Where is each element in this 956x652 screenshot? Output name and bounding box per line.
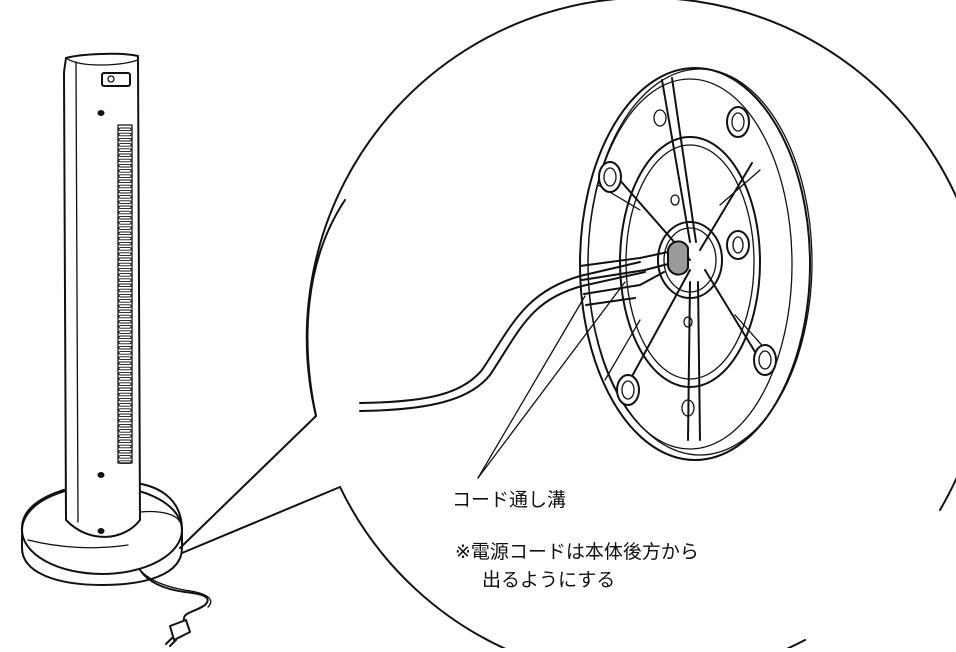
grille-slat [118, 444, 132, 449]
grille-slat [118, 449, 132, 454]
grille-slat [118, 252, 132, 256]
grille-slat [118, 423, 132, 428]
grille-slat [118, 169, 132, 173]
grille-slat [118, 377, 132, 381]
power-plug [165, 619, 191, 647]
cord-groove-label: コード通し溝 [452, 489, 567, 511]
grille-slat [118, 179, 132, 184]
grille-slat [118, 382, 132, 386]
grille-slat [118, 153, 132, 158]
grille-slat [118, 163, 132, 168]
cord-routing-note-line1: ※電源コードは本体後方から [455, 541, 699, 563]
grille-slat [118, 127, 132, 132]
grille-slat [118, 299, 132, 303]
grille-slat [118, 283, 132, 288]
grille-slat [118, 158, 132, 163]
grille-slat [118, 413, 132, 418]
grille-slat [118, 200, 132, 204]
grille-slat [118, 148, 132, 152]
grille-slat [118, 184, 132, 189]
grille-slat [118, 418, 132, 423]
grille-slat [118, 304, 132, 308]
grille-slat [118, 137, 132, 142]
grille-slat [118, 273, 132, 277]
grille-slat [118, 132, 132, 137]
grille-slat [118, 226, 132, 230]
grille-slat [118, 340, 132, 345]
grille-slat [118, 241, 132, 246]
grille-slat [118, 195, 132, 199]
base-feet [598, 106, 777, 417]
grille-slat [118, 460, 132, 464]
tower-fan-illustration [20, 52, 212, 647]
grille-slat [118, 392, 132, 397]
grille-slat [118, 189, 132, 194]
grille-slat [118, 236, 132, 241]
grille-slat [118, 408, 132, 412]
grille-slat [118, 439, 132, 444]
power-cord [139, 569, 212, 631]
grille-slat [118, 325, 132, 329]
grille-slat [118, 278, 132, 282]
grille-slat [118, 351, 132, 355]
grille-slat [118, 319, 132, 324]
grille-slat [118, 215, 132, 220]
grille-slat [118, 371, 132, 376]
grille-slat [118, 221, 132, 225]
grille-slat [118, 210, 132, 215]
grille-slat [118, 434, 132, 438]
grille-slat [118, 314, 132, 319]
grille-slat [118, 356, 132, 360]
grille-slat [118, 397, 132, 402]
grille-slat [118, 267, 132, 272]
grille-slat [118, 262, 132, 267]
grille-slat [118, 231, 132, 236]
grille-slat [118, 335, 132, 340]
grille-slat [118, 345, 132, 350]
grille-slat [118, 455, 132, 459]
grille-slat [118, 174, 132, 178]
grille-slat [118, 429, 132, 433]
fan-body [63, 52, 141, 538]
grille-slat [118, 366, 132, 371]
grille-slat [118, 205, 132, 210]
grille-slat [118, 247, 132, 251]
grille-slat [118, 387, 132, 392]
detail-callout [179, 0, 956, 652]
grille-slat [118, 293, 132, 298]
grille-slat [118, 403, 132, 407]
base-ribs [597, 77, 776, 441]
grille-slat [118, 288, 132, 293]
cord-routing-note-line2: 出るようにする [482, 569, 616, 591]
grille-slat [118, 361, 132, 366]
grille-slat [118, 143, 132, 147]
vent-grille [118, 127, 132, 464]
base-underside-detail [359, 67, 813, 479]
grille-slat [118, 330, 132, 334]
grille-slat [118, 309, 132, 314]
grille-slat [118, 257, 132, 262]
